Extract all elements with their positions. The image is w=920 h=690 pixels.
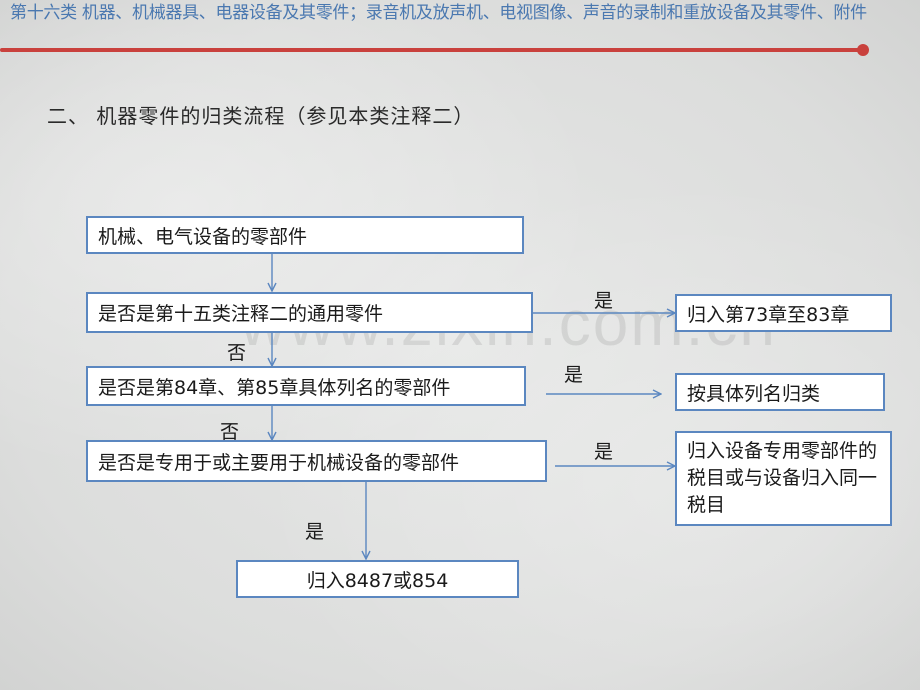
header-divider-line <box>0 48 862 52</box>
edge-label-q1-yes: 是 <box>594 290 614 312</box>
flow-node-label: 是否是第十五类注释二的通用零件 <box>98 303 384 325</box>
flow-node-r4-8487-or-854: 归入8487或854 <box>236 560 519 598</box>
flow-node-start: 机械、电气设备的零部件 <box>86 216 524 254</box>
flow-node-label: 是否是第84章、第85章具体列名的零部件 <box>98 376 451 399</box>
flow-node-label: 归入设备专用零部件的税目或与设备归入同一税目 <box>687 440 878 516</box>
flow-node-label: 归入8487或854 <box>306 569 449 592</box>
flow-node-label: 机械、电气设备的零部件 <box>98 225 308 248</box>
flow-node-r1-chapter73-83: 归入第73章至83章 <box>675 294 892 332</box>
flow-node-label: 归入第73章至83章 <box>687 303 850 326</box>
flow-node-r3-same-heading: 归入设备专用零部件的税目或与设备归入同一税目 <box>675 431 892 526</box>
slide-header-title: 第十六类 机器、机械器具、电器设备及其零件；录音机及放声机、电视图像、声音的录制… <box>10 3 867 23</box>
section-title: 二、 机器零件的归类流程（参见本类注释二） <box>47 104 475 128</box>
flow-node-q2-specifically-named: 是否是第84章、第85章具体列名的零部件 <box>86 366 526 406</box>
edge-label-q1-no: 否 <box>227 342 247 364</box>
edge-label-q2-no: 否 <box>220 421 240 443</box>
edge-label-q3-yes-right: 是 <box>594 441 614 463</box>
flow-node-q3-dedicated-parts: 是否是专用于或主要用于机械设备的零部件 <box>86 440 547 482</box>
flow-node-q1-general-parts: 是否是第十五类注释二的通用零件 <box>86 292 533 333</box>
edge-label-q2-yes: 是 <box>564 364 584 386</box>
flow-node-r2-classify-by-name: 按具体列名归类 <box>675 373 885 411</box>
flow-node-label: 按具体列名归类 <box>687 382 821 405</box>
edge-label-q3-yes-down: 是 <box>305 521 325 543</box>
flow-node-label: 是否是专用于或主要用于机械设备的零部件 <box>98 451 460 474</box>
header-divider-dot <box>857 44 869 56</box>
